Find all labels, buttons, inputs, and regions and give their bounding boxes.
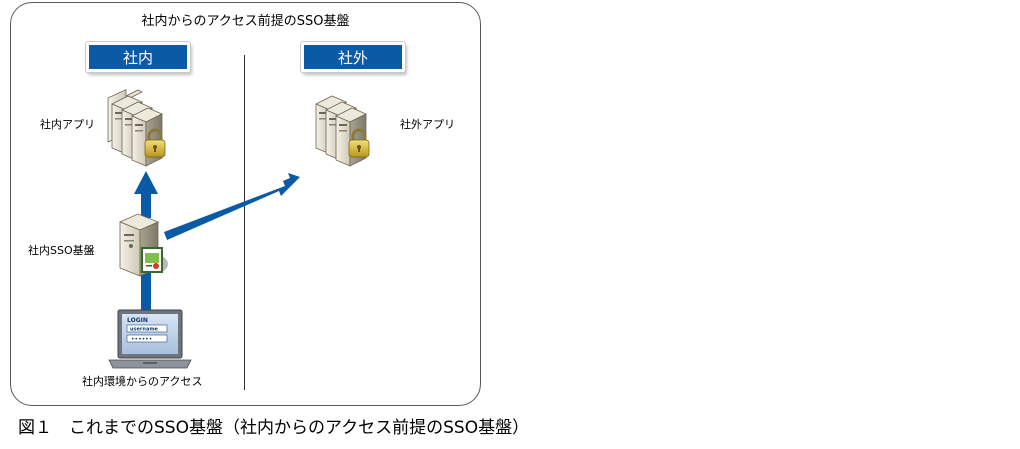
arrow-sso-to-external-app	[164, 173, 300, 240]
lock-icon	[348, 128, 370, 158]
arrow-access-to-sso	[141, 270, 151, 310]
label-external-app: 社外アプリ	[400, 118, 455, 131]
login-username: username	[130, 327, 159, 333]
label-internal-app: 社内アプリ	[40, 118, 95, 131]
zone-label-inside: 社内	[86, 42, 190, 72]
sso-server-icon	[118, 213, 168, 277]
certificate-icon	[141, 247, 163, 273]
lock-icon	[144, 128, 166, 158]
zone-divider	[244, 55, 245, 390]
login-heading: LOGIN	[127, 317, 148, 324]
login-password-mask: ••••••	[131, 336, 152, 343]
label-sso: 社内SSO基盤	[28, 244, 95, 257]
external-app-server-icon	[315, 95, 370, 167]
laptop-icon: LOGIN username ••••••	[108, 309, 192, 369]
internal-app-server-icon	[107, 89, 166, 167]
arrow-sso-to-internal-app	[134, 171, 158, 218]
label-access: 社内環境からのアクセス	[82, 375, 203, 388]
figure-caption: 図１ これまでのSSO基盤（社内からのアクセス前提のSSO基盤）	[18, 418, 530, 438]
zone-label-outside: 社外	[301, 42, 405, 72]
diagram-title: 社内からのアクセス前提のSSO基盤	[141, 14, 350, 29]
